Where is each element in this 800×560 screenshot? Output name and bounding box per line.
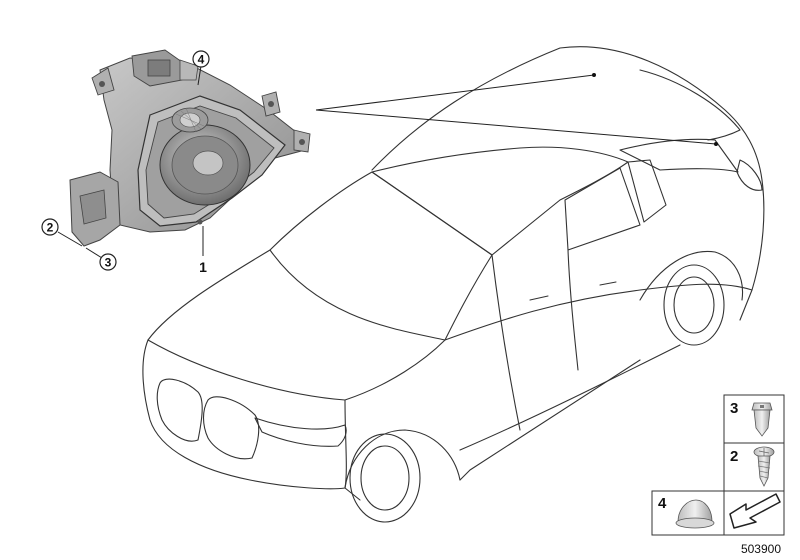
- location-marker-rear: [714, 142, 718, 146]
- clip-nut-icon: [751, 402, 773, 437]
- svg-text:4: 4: [198, 53, 205, 67]
- callout-4: 4: [192, 50, 210, 68]
- callout-leaders: [57, 65, 204, 259]
- location-marker-top: [592, 73, 596, 77]
- callout-1: 1: [199, 259, 207, 275]
- svg-text:3: 3: [105, 256, 112, 270]
- diagram-reference-number: 503900: [741, 542, 781, 556]
- svg-text:2: 2: [47, 221, 54, 235]
- screw-icon: [753, 446, 775, 487]
- vehicle-outline: [142, 46, 765, 523]
- svg-text:3: 3: [730, 400, 738, 417]
- arrow-symbol-icon: [729, 493, 781, 529]
- svg-text:2: 2: [730, 448, 738, 465]
- callout-2: 2: [41, 218, 59, 236]
- cap-nut-icon: [675, 499, 715, 529]
- svg-text:4: 4: [658, 495, 667, 512]
- location-leaders: [315, 74, 717, 145]
- speaker-assembly: [69, 49, 311, 247]
- callout-3: 3: [99, 253, 117, 271]
- parts-legend: 3 2 4: [651, 394, 785, 536]
